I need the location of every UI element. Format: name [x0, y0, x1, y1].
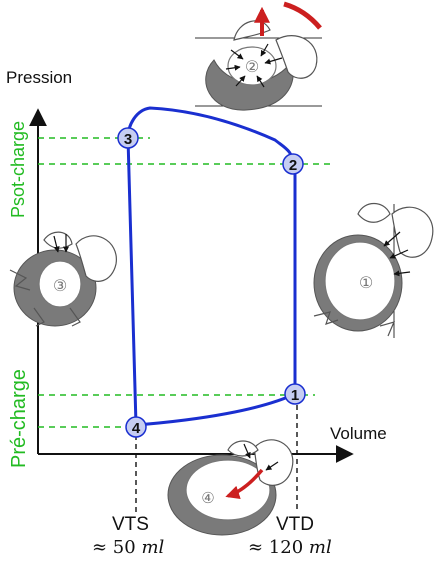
vtd-unit: ml [308, 537, 332, 558]
afterload-label: Psot-charge [8, 120, 28, 218]
phase-2-marker: ② [245, 57, 259, 76]
phase-1-marker: ① [359, 273, 373, 292]
loop-point-2-label: 2 [289, 157, 297, 174]
loop-point-1-label: 1 [291, 387, 299, 404]
heart-phase-3-illustration: ③ [9, 231, 117, 327]
heart-phase-4-illustration: ④ [167, 439, 294, 536]
y-axis-title: Pression [6, 68, 73, 87]
phase-4-marker: ④ [201, 489, 214, 507]
volume-drop-lines [135, 405, 298, 512]
vtd-value: ≈ 120 ml [248, 537, 332, 558]
heart-phase-1-illustration: ① [313, 202, 434, 338]
loop-point-1: 1 [284, 383, 306, 405]
preload-label: Pré-charge [8, 369, 30, 468]
loop-point-4: 4 [125, 416, 147, 438]
loop-point-2: 2 [282, 153, 304, 175]
vts-label: VTS [112, 514, 149, 535]
vts-unit: ml [141, 537, 165, 558]
heart-phase-2-illustration: ② [195, 1, 322, 111]
vts-value: ≈ 50 ml [92, 537, 164, 558]
loop-point-3-label: 3 [124, 131, 132, 148]
phase-3-marker: ③ [53, 276, 67, 295]
vtd-approx: ≈ 120 [248, 537, 304, 558]
pv-loop [126, 106, 297, 427]
loop-point-3: 3 [117, 127, 139, 149]
loop-point-4-label: 4 [132, 420, 141, 437]
vts-approx: ≈ 50 [92, 537, 136, 558]
x-axis-title: Volume [330, 424, 387, 443]
vtd-label: VTD [276, 514, 314, 535]
